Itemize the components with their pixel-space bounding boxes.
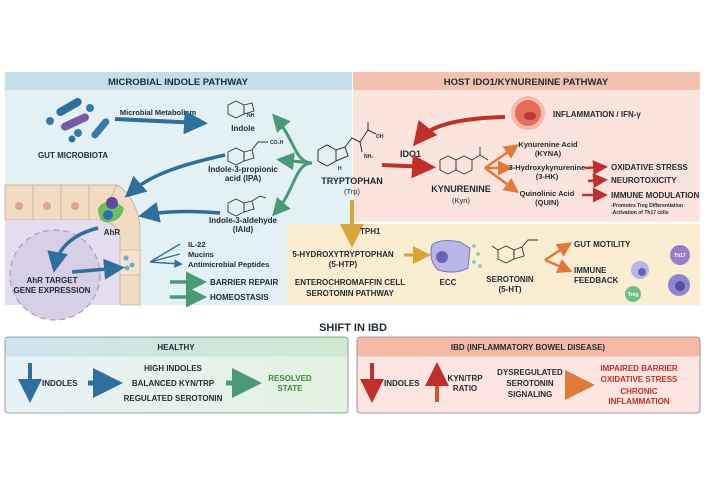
gut-epithelium <box>4 184 141 321</box>
ipa-label-1: Indole-3-propionic <box>208 165 278 174</box>
healthy-box: HEALTHY INDOLES HIGH INDOLES BALANCED KY… <box>4 336 349 414</box>
output-il22: IL-22 <box>188 240 206 249</box>
healthy-balanced-kyn-trp: BALANCED KYN/TRP <box>132 379 215 388</box>
immune-cells-icon <box>625 245 690 302</box>
immune-feedback-label-2: FEEDBACK <box>574 276 619 285</box>
effect-neurotoxicity: NEUROTOXICITY <box>611 176 677 185</box>
iald-label-2: (IAld) <box>233 225 254 234</box>
5htp-abbr: (5-HTP) <box>329 260 358 269</box>
note-treg: -Promotes Treg Differentiation <box>611 203 683 209</box>
iald-label-1: Indole-3-aldehyde <box>209 216 278 225</box>
ahr-receptor-icon <box>98 197 124 223</box>
ibd-dys-3: SIGNALING <box>508 390 552 399</box>
indole-structures <box>227 100 268 217</box>
inflammation-label: INFLAMMATION / IFN-γ <box>553 110 641 119</box>
healthy-regulated-serotonin: REGULATED SEROTONIN <box>124 394 223 403</box>
trp-to-kyn-arrow <box>381 154 436 179</box>
kynurenine-abbr: (Kyn) <box>452 196 470 205</box>
microbial-metabolism-arrow <box>114 110 208 135</box>
ecc-cell-icon <box>430 240 482 273</box>
iald-to-ahr-arrow <box>138 201 221 223</box>
serotonin-branch-arrows <box>544 242 573 273</box>
microbial-metabolism-label: Microbial Metabolism <box>120 108 197 117</box>
output-antimicrobial-peptides: Antimicrobial Peptides <box>188 260 269 269</box>
3hk-abbr: (3-HK) <box>536 172 559 181</box>
resolved-state-2: STATE <box>277 384 303 393</box>
ibd-title: IBD (INFLAMMATORY BOWEL DISEASE) <box>451 343 606 352</box>
ibd-ratio-2: RATIO <box>453 384 477 393</box>
homeostasis-label: HOMEOSTASIS <box>210 293 269 302</box>
ipa-label-2: acid (IPA) <box>225 174 262 183</box>
trp-oh-label: OH <box>376 134 384 140</box>
serotonin-label: SEROTONIN <box>486 275 534 284</box>
ahr-label: AhR <box>104 228 121 237</box>
nh-label: NH <box>247 113 255 119</box>
ibd-box: IBD (INFLAMMATORY BOWEL DISEASE) INDOLES… <box>356 336 701 414</box>
serotonin-abbr: (5-HT) <box>498 285 521 294</box>
ibd-indoles: INDOLES <box>384 379 420 388</box>
kynurenine-label: KYNURENINE <box>431 184 491 194</box>
tph1-label: TPH1 <box>360 227 381 236</box>
tryptophan-abbr: (Trp) <box>344 187 360 196</box>
effect-oxidative-stress: OXIDATIVE STRESS <box>611 163 688 172</box>
ecc-label: ECC <box>440 278 457 287</box>
barrier-repair-label: BARRIER REPAIR <box>210 278 279 287</box>
immune-feedback-label-1: IMMUNE <box>574 266 607 275</box>
host-panel-title: HOST IDO1/KYNURENINE PATHWAY <box>444 77 609 88</box>
ipa-to-ahr-arrow <box>124 153 226 198</box>
output-mucins: Mucins <box>188 250 214 259</box>
healthy-indoles: INDOLES <box>42 379 78 388</box>
ibd-chronic: CHRONIC <box>620 387 658 396</box>
ahr-outputs: IL-22 Mucins Antimicrobial Peptides <box>149 240 269 269</box>
indole-label: Indole <box>231 124 255 133</box>
healthy-high-indoles: HIGH INDOLES <box>144 364 202 373</box>
ahr-to-gene-arrow <box>47 226 99 273</box>
serotonin-structure <box>491 239 538 264</box>
kyna-name: Kynurenine Acid <box>518 140 578 149</box>
quin-abbr: (QUIN) <box>535 198 559 207</box>
co2h-label: CO₂H <box>270 140 284 146</box>
gene-to-epithelium-arrow <box>71 258 125 280</box>
ibd-inflammation: INFLAMMATION <box>608 397 669 406</box>
effect-immune-modulation: IMMUNE MODULATION <box>611 191 700 200</box>
treg-cell-label: Treg <box>628 292 639 298</box>
tryptophan-label: TRYPTOPHAN <box>321 176 383 186</box>
microbial-panel-title: MICROBIAL INDOLE PATHWAY <box>108 77 249 88</box>
kyn-branch-arrows <box>484 144 520 193</box>
gut-microbiota-label: GUT MICROBIOTA <box>38 151 108 160</box>
inflammatory-cell-icon <box>511 96 545 130</box>
trp-nh2-label: NH₂ <box>364 154 373 160</box>
quin-name: Quinolinic Acid <box>520 189 575 198</box>
kyna-abbr: (KYNA) <box>535 149 562 158</box>
kynurenine-structure <box>439 147 489 175</box>
serotonin-pathway-title-1: ENTEROCHROMAFFIN CELL <box>295 278 405 287</box>
effect-arrows <box>582 160 608 203</box>
trp-h-label: H <box>338 166 342 172</box>
ahr-target-label-1: AhR TARGET <box>27 276 78 285</box>
note-th17: -Activation of Th17 cells <box>611 210 669 216</box>
5htp-label: 5-HYDROXYTRYPTOPHAN <box>292 250 394 259</box>
healthy-title: HEALTHY <box>157 343 195 352</box>
ibd-oxidative-stress: OXIDATIVE STRESS <box>601 375 678 384</box>
inflammation-to-ido1-arrow <box>412 115 506 147</box>
trp-to-indoles-arrows <box>272 113 313 217</box>
3hk-name: 3-Hydroxykynurenine <box>509 163 586 172</box>
resolved-state-1: RESOLVED <box>268 374 312 383</box>
tryptophan-structure <box>317 122 377 167</box>
bacteria-icon <box>46 98 110 143</box>
th17-cell-label: Th17 <box>674 253 686 259</box>
serotonin-pathway-title-2: SEROTONIN PATHWAY <box>306 289 394 298</box>
ibd-impaired-barrier: IMPAIRED BARRIER <box>600 364 677 373</box>
shift-title: SHIFT IN IBD <box>319 322 387 334</box>
ido1-label: IDO1 <box>400 149 421 159</box>
gut-motility-label: GUT MOTILITY <box>574 240 631 249</box>
ibd-dys-2: SEROTONIN <box>506 379 554 388</box>
ibd-dys-1: DYSREGULATED <box>497 368 563 377</box>
ibd-ratio-1: KYN/TRP <box>447 374 483 383</box>
ahr-target-label-2: GENE EXPRESSION <box>14 286 91 295</box>
